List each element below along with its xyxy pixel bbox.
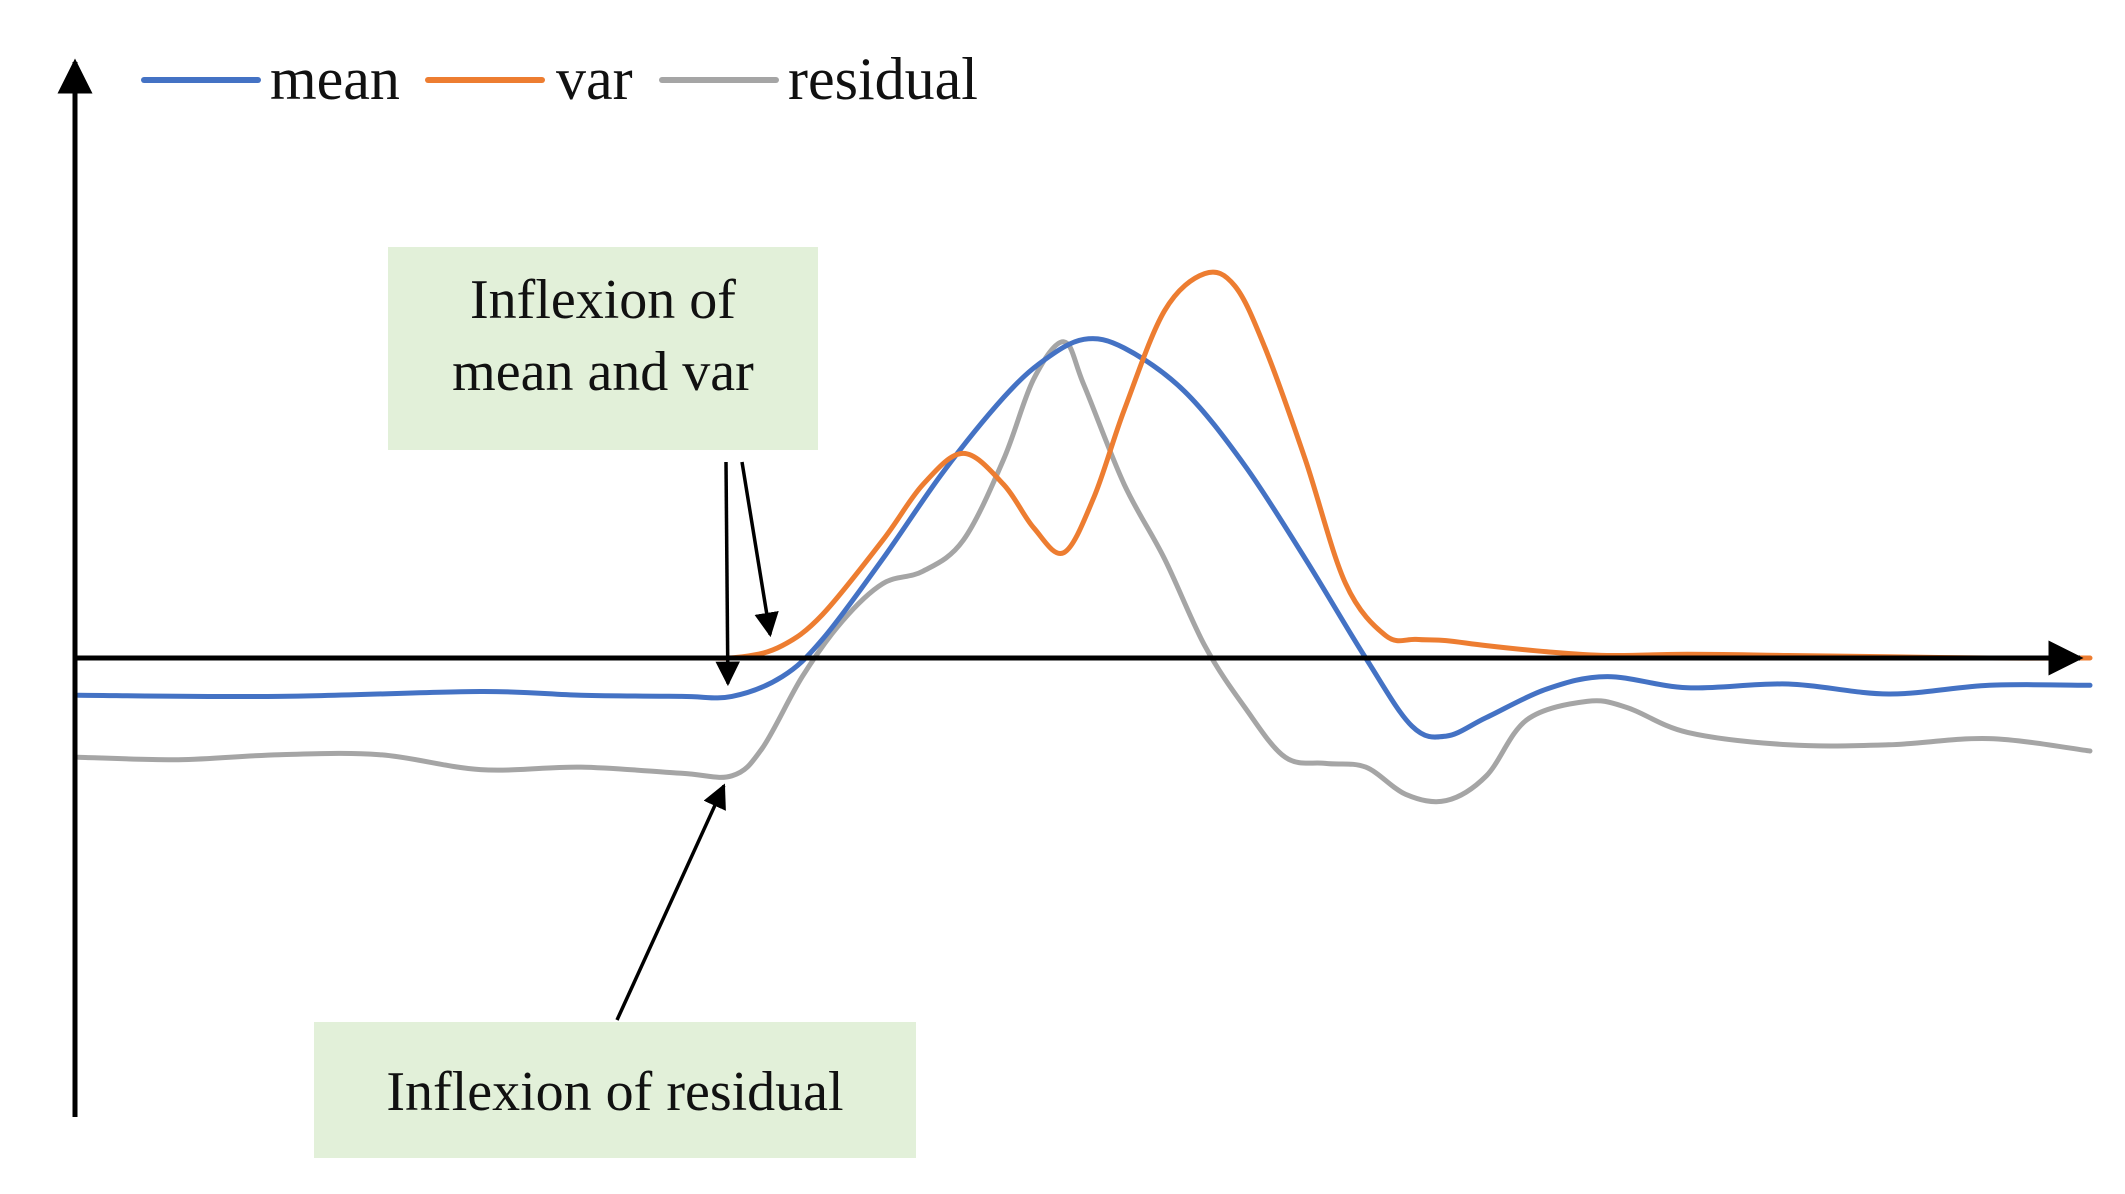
series-line-var (75, 269, 2093, 661)
legend: mean var residual (141, 46, 978, 112)
annotation-box (314, 1022, 916, 1158)
legend-entry-residual: residual (659, 46, 978, 112)
annotation-arrows (615, 461, 779, 1021)
axes (57, 58, 2084, 1117)
annotation-box (388, 247, 818, 450)
legend-entry-var: var (425, 46, 633, 112)
annotation-arrow-var (740, 461, 779, 638)
legend-label-mean: mean (270, 46, 400, 112)
legend-label-residual: residual (788, 46, 978, 112)
legend-entry-mean: mean (141, 46, 400, 112)
annotation-text-line: mean and var (452, 341, 754, 403)
series-lines (75, 269, 2093, 805)
annotation-arrow-residual (615, 783, 726, 1021)
annotation-text-line: Inflexion of (470, 269, 736, 331)
series-line-mean (75, 336, 2093, 740)
annotation-1: Inflexion of mean and var (388, 247, 818, 450)
annotation-text-line: Inflexion of residual (386, 1061, 843, 1123)
series-line-residual (75, 339, 2093, 805)
annotation-2: Inflexion of residual (314, 1022, 916, 1158)
annotation-arrow-mean (715, 461, 740, 687)
legend-label-var: var (556, 46, 633, 112)
